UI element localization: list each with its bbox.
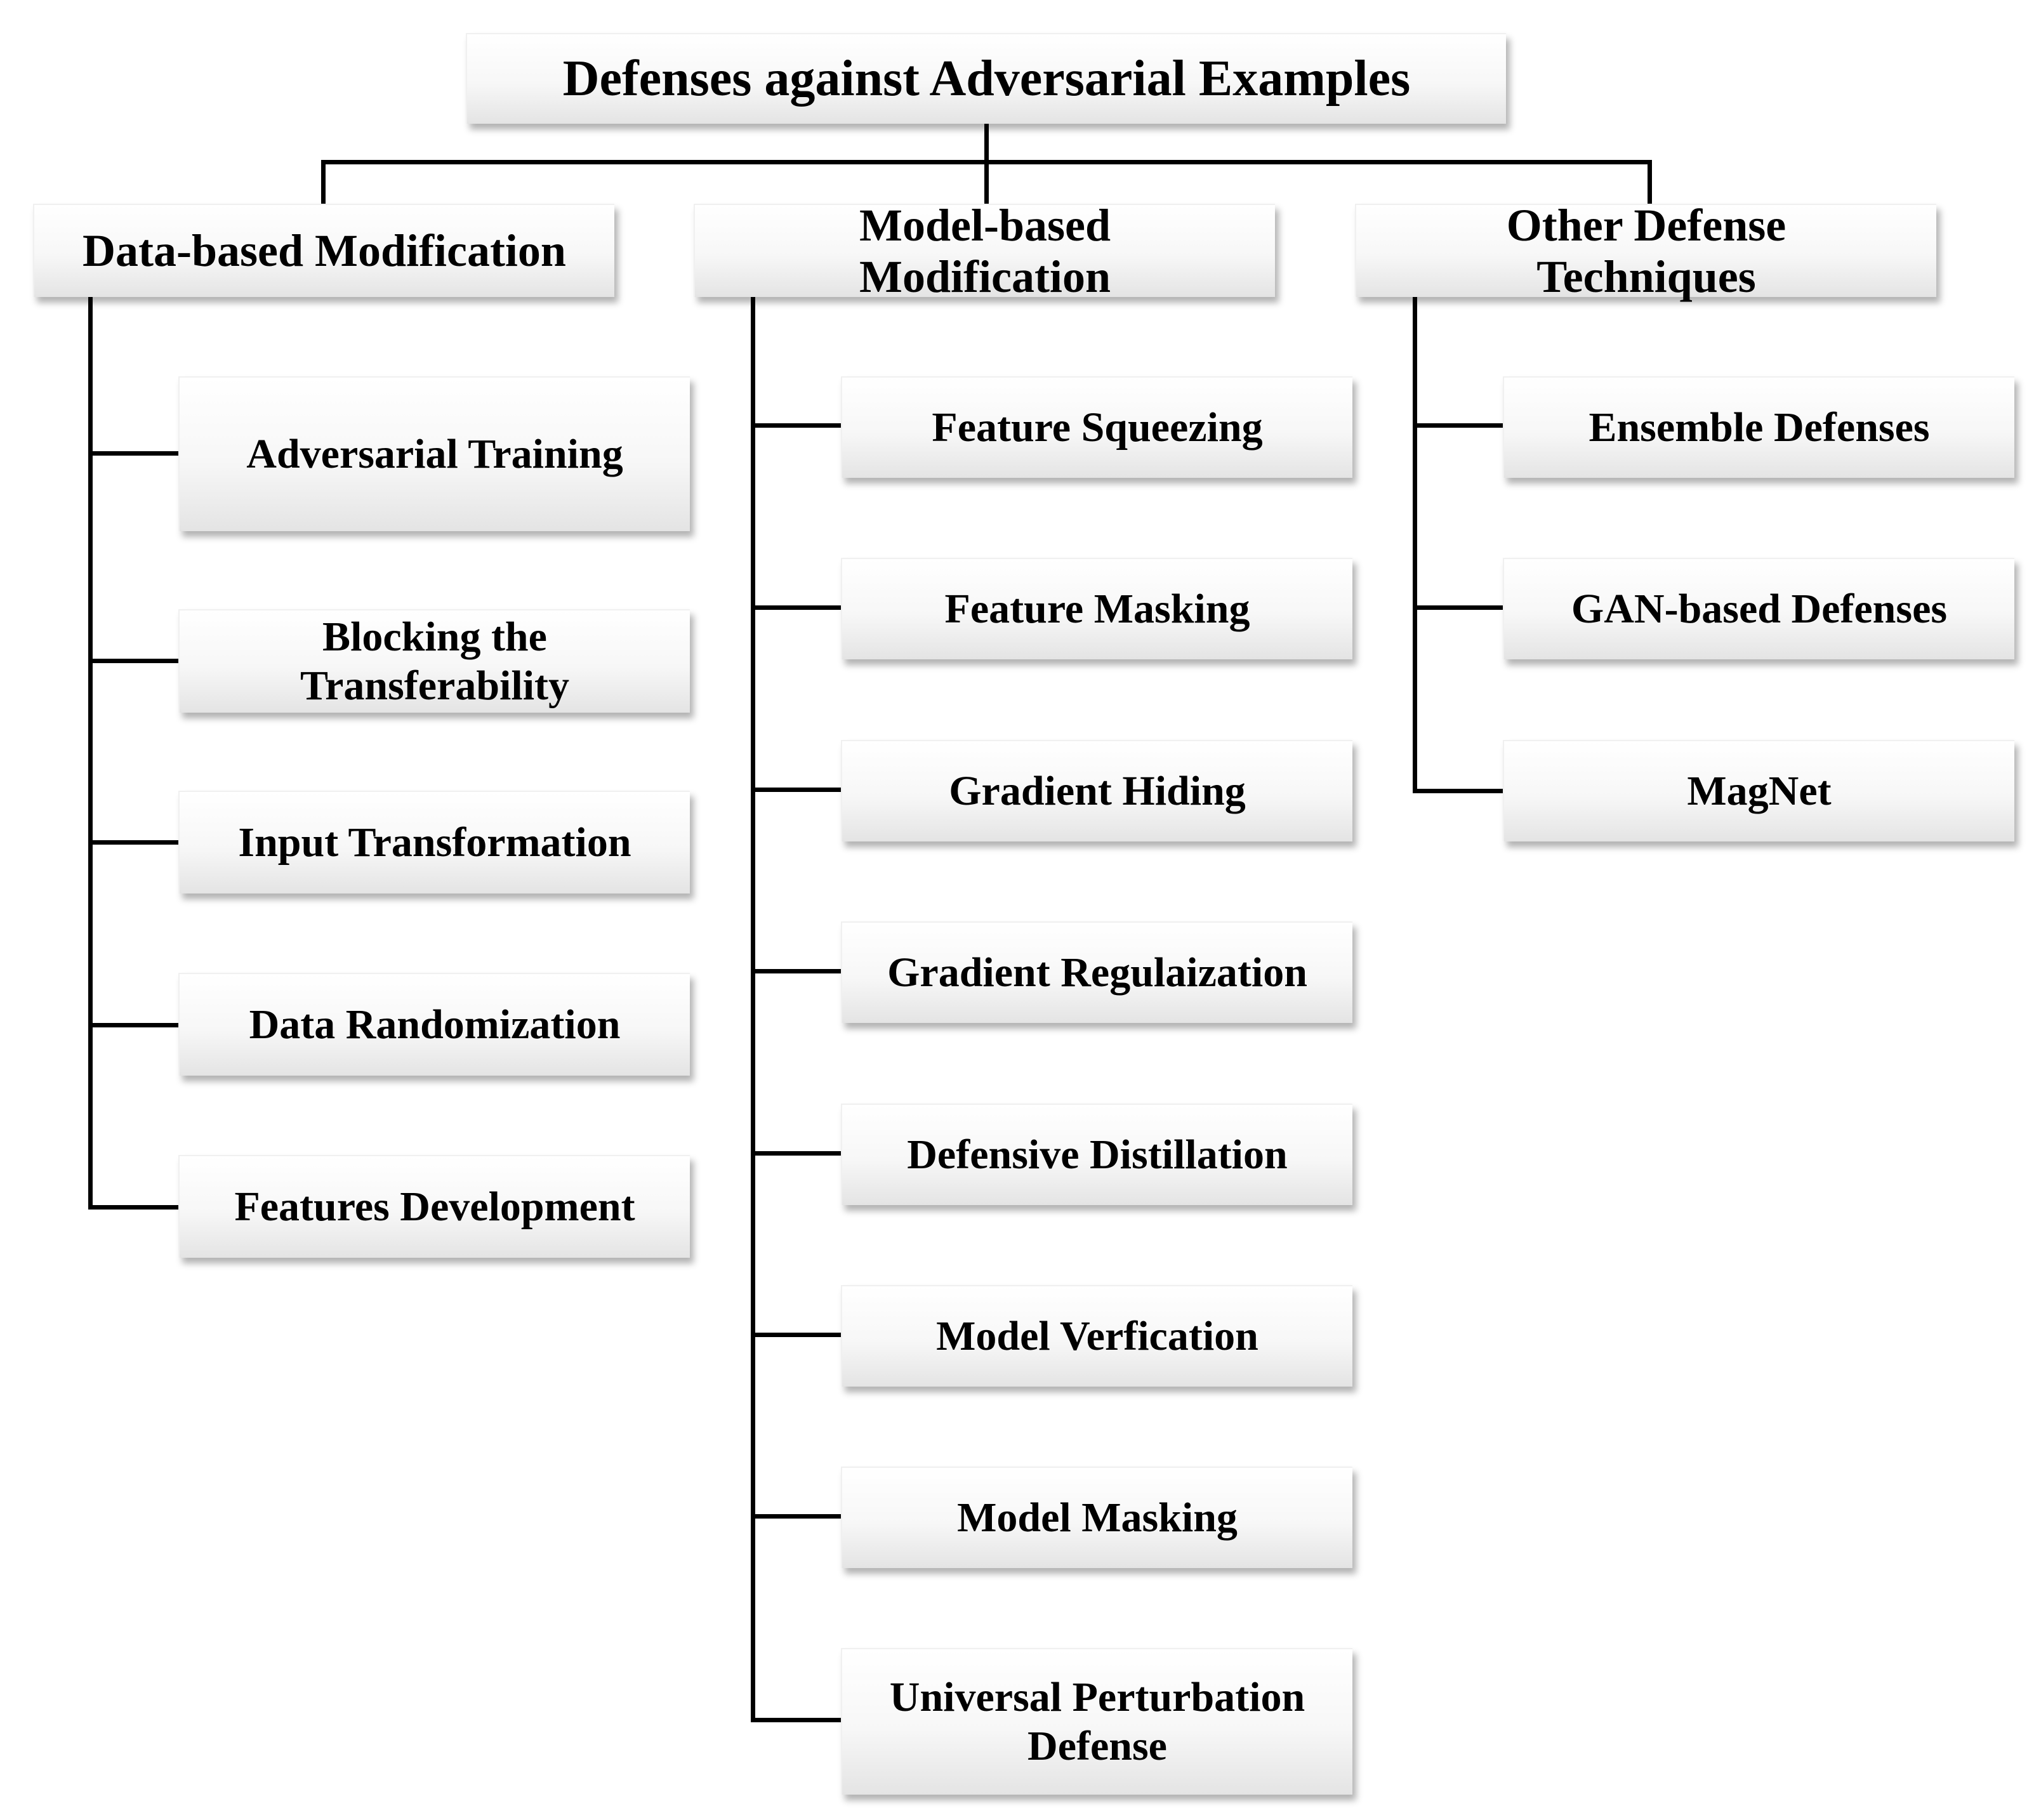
leaf-node: Feature Masking: [841, 558, 1352, 659]
connector-cat3-tick: [1413, 605, 1503, 610]
connector-cat1-drop: [321, 160, 326, 204]
connector-cat2-tick: [751, 423, 841, 428]
connector-cat1-tick: [88, 659, 178, 663]
connector-cat3-tick: [1413, 423, 1503, 428]
root-node-label: Defenses against Adversarial Examples: [562, 51, 1411, 107]
connector-cat3-drop: [1648, 160, 1652, 204]
connector-cat2-tick: [751, 788, 841, 792]
connector-cat1-tick: [88, 1205, 178, 1210]
category-label: Data-based Modification: [83, 225, 566, 277]
leaf-node: Feature Squeezing: [841, 376, 1352, 478]
leaf-node: GAN-based Defenses: [1503, 558, 2014, 659]
connector-cat2-tick: [751, 1514, 841, 1519]
category-label: Other Defense Techniques: [1506, 199, 1787, 302]
leaf-node: Gradient Regulaization: [841, 921, 1352, 1023]
connector-cat2-tick: [751, 1151, 841, 1156]
leaf-node: Ensemble Defenses: [1503, 376, 2014, 478]
leaf-label: Gradient Hiding: [949, 767, 1246, 814]
leaf-label: Data Randomization: [249, 1001, 621, 1048]
connector-cat1-tick: [88, 840, 178, 845]
leaf-node: Data Randomization: [178, 973, 690, 1076]
root-node: Defenses against Adversarial Examples: [466, 33, 1506, 124]
connector-cat1-tick: [88, 1023, 178, 1027]
leaf-node: Blocking the Transferability: [178, 609, 690, 713]
leaf-label: Feature Masking: [944, 585, 1250, 632]
leaf-node: Defensive Distillation: [841, 1104, 1352, 1205]
leaf-node: Gradient Hiding: [841, 740, 1352, 841]
leaf-label: Features Development: [234, 1183, 635, 1230]
leaf-node: Universal Perturbation Defense: [841, 1648, 1352, 1795]
connector-cat1-spine: [88, 297, 93, 1210]
category-label: Model-based Modification: [859, 199, 1111, 302]
category-node-model-based: Model-based Modification: [694, 200, 1275, 302]
leaf-label: Gradient Regulaization: [887, 949, 1307, 996]
connector-cat3-spine: [1413, 297, 1417, 793]
leaf-label: GAN-based Defenses: [1571, 585, 1948, 632]
connector-cat2-tick: [751, 1718, 841, 1722]
leaf-label: MagNet: [1687, 767, 1832, 814]
leaf-node: Adversarial Training: [178, 376, 690, 531]
leaf-label: Ensemble Defenses: [1589, 404, 1930, 451]
leaf-label: Input Transformation: [238, 819, 631, 866]
connector-cat2-tick: [751, 1333, 841, 1337]
leaf-label: Blocking the Transferability: [300, 613, 570, 709]
connector-cat3-tick: [1413, 789, 1503, 793]
leaf-label: Universal Perturbation Defense: [889, 1673, 1305, 1769]
leaf-node: Model Verfication: [841, 1285, 1352, 1387]
leaf-label: Model Verfication: [936, 1312, 1258, 1359]
connector-cat2-tick: [751, 605, 841, 610]
connector-cat2-spine: [751, 297, 755, 1722]
leaf-node: MagNet: [1503, 740, 2014, 841]
leaf-label: Feature Squeezing: [932, 404, 1263, 451]
category-node-data-based: Data-based Modification: [33, 204, 614, 297]
connector-cat1-tick: [88, 451, 178, 456]
connector-cat2-tick: [751, 969, 841, 973]
leaf-label: Defensive Distillation: [907, 1131, 1288, 1178]
leaf-label: Adversarial Training: [246, 430, 623, 477]
connector-top-bus: [321, 160, 1652, 164]
leaf-node: Input Transformation: [178, 791, 690, 894]
category-node-other: Other Defense Techniques: [1355, 200, 1936, 302]
leaf-label: Model Masking: [957, 1494, 1238, 1541]
leaf-node: Model Masking: [841, 1467, 1352, 1568]
leaf-node: Features Development: [178, 1155, 690, 1258]
